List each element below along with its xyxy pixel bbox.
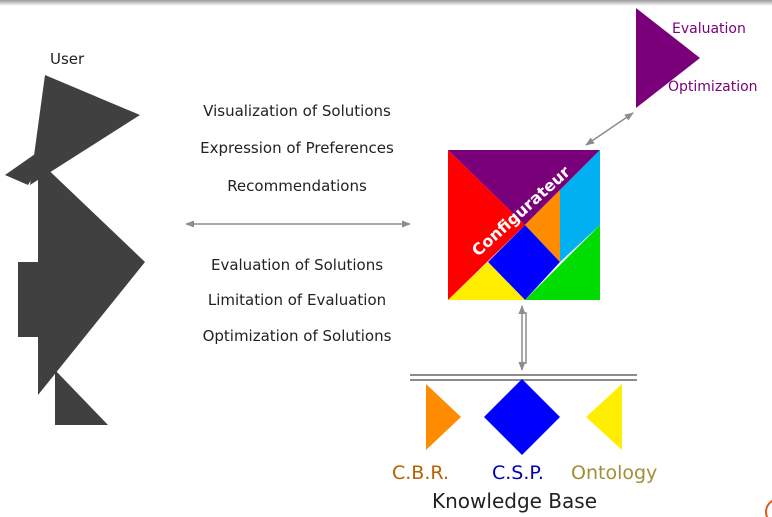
user-head-shape — [30, 75, 140, 185]
lower-list-item-optimization: Optimization of Solutions — [202, 327, 392, 345]
top-header-line — [0, 0, 772, 6]
kb-ontology-label: Ontology — [571, 462, 658, 484]
tangram-red-triangle — [448, 150, 525, 300]
lower-list-item-evaluation: Evaluation of Solutions — [210, 256, 384, 274]
csp-blue-diamond — [484, 379, 560, 455]
user-hat-brim — [5, 140, 55, 185]
tangram-purple-triangle — [448, 150, 600, 225]
tangram-user-figure — [5, 75, 145, 425]
upper-list-item-visualization: Visualization of Solutions — [203, 102, 391, 120]
kb-title: Knowledge Base — [432, 489, 597, 513]
tangram-yellow-triangle — [448, 262, 525, 300]
optimization-label: Optimization — [668, 79, 758, 95]
kb-shelf — [410, 374, 637, 381]
tangram-orange-triangle — [525, 190, 560, 262]
user-body-shape — [38, 160, 145, 395]
tangram-green-triangle — [525, 225, 600, 300]
tangram-blue-square — [488, 225, 560, 300]
kb-cbr-label: C.B.R. — [392, 462, 449, 484]
upper-list-item-recommendations: Recommendations — [227, 177, 367, 195]
tangram-cyan-piece — [560, 150, 600, 262]
kb-csp-label: C.S.P. — [492, 462, 544, 484]
ontology-yellow-triangle — [586, 384, 622, 450]
corner-logo-fragment — [765, 499, 772, 517]
lower-list-item-limitation: Limitation of Evaluation — [207, 291, 387, 309]
user-arm-shape — [18, 262, 58, 337]
configurator-tangram — [448, 150, 600, 300]
evaluation-label: Evaluation — [672, 21, 746, 37]
evaluation-triangle — [636, 8, 700, 108]
user-label: User — [50, 50, 85, 68]
user-leg-shape — [55, 370, 108, 425]
cbr-orange-triangle — [426, 384, 461, 450]
upper-list-item-preferences: Expression of Preferences — [200, 139, 394, 157]
configurator-evaluation-arrow — [585, 112, 634, 146]
